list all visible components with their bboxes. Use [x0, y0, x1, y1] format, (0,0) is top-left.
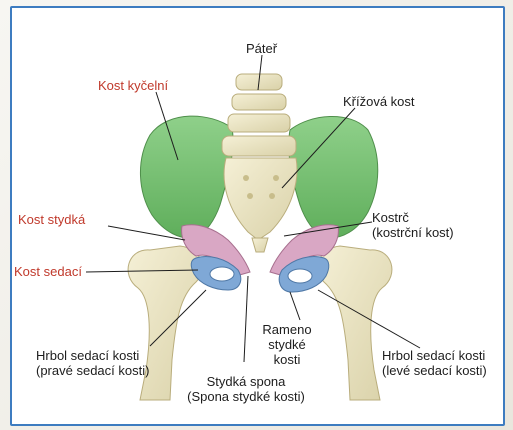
label-kostrc-line2: (kostrční kost)	[372, 225, 454, 240]
label-hrbol-leve-line2: (levé sedací kosti)	[382, 363, 487, 378]
label-stydka-spona: Stydká spona (Spona stydké kosti)	[178, 374, 314, 404]
coccyx	[252, 238, 268, 252]
label-spona-line2: (Spona stydké kosti)	[178, 389, 314, 404]
label-hrbol-prave-line1: Hrbol sedací kosti	[36, 348, 149, 363]
label-krizova-kost: Křížová kost	[343, 94, 415, 109]
label-hrbol-prave: Hrbol sedací kosti (pravé sedací kosti)	[36, 348, 149, 378]
label-kostrc-line1: Kostrč	[372, 210, 454, 225]
label-kostrc: Kostrč (kostrční kost)	[372, 210, 454, 240]
sacrum	[224, 158, 297, 240]
ilium-right	[140, 116, 233, 238]
label-rameno-line2: stydké	[261, 337, 313, 352]
label-kost-sedaci: Kost sedací	[14, 264, 82, 279]
label-spona-line1: Stydká spona	[178, 374, 314, 389]
label-rameno-line3: kosti	[261, 352, 313, 367]
spine	[222, 74, 296, 156]
ilium-left	[289, 116, 378, 238]
label-hrbol-leve: Hrbol sedací kosti (levé sedací kosti)	[382, 348, 487, 378]
label-pater: Páteř	[246, 41, 277, 56]
label-hrbol-prave-line2: (pravé sedací kosti)	[36, 363, 149, 378]
label-kost-kycelni: Kost kyčelní	[98, 78, 168, 93]
label-rameno-line1: Rameno	[261, 322, 313, 337]
label-hrbol-leve-line1: Hrbol sedací kosti	[382, 348, 487, 363]
label-rameno-stydke-kosti: Rameno stydké kosti	[261, 322, 313, 367]
label-kost-stydka: Kost stydká	[18, 212, 85, 227]
